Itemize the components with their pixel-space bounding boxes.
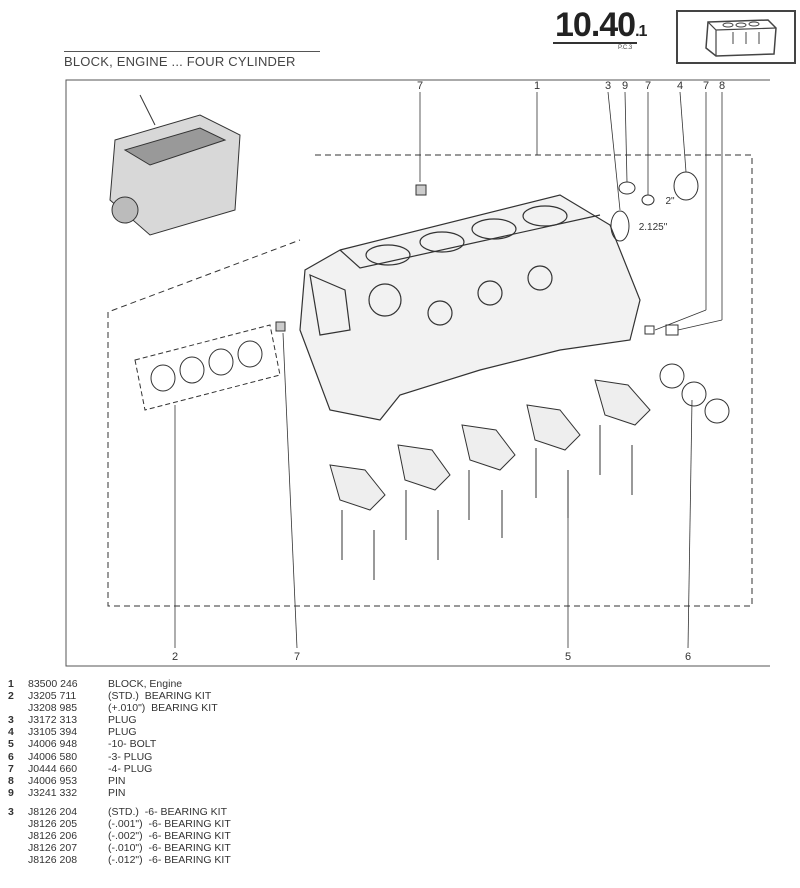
part-description: (-.010") -6- BEARING KIT [108, 842, 231, 855]
parts-row: J8126 208 (-.012") -6- BEARING KIT [6, 854, 231, 866]
part-ref: 1 [8, 678, 14, 690]
part-number: J8126 204 [28, 805, 78, 818]
callout-bottom: 5 [565, 651, 571, 663]
part-ref: 2 [8, 690, 14, 703]
pc-label: P.C.3 [618, 45, 633, 51]
parts-row: J8126 205 (-.001") -6- BEARING KIT [6, 818, 231, 830]
callout-top: 8 [719, 80, 725, 92]
parts-row: J8126 207 (-.010") -6- BEARING KIT [6, 842, 231, 854]
part-number: J8126 208 [28, 854, 78, 867]
part-number: J4006 953 [28, 774, 78, 787]
part-description: -4- PLUG [108, 762, 153, 775]
parts-row: J8126 206 (-.002") -6- BEARING KIT [6, 830, 231, 842]
callout-top: 1 [534, 80, 540, 92]
section-rule [553, 42, 637, 44]
part-number: J8126 206 [28, 830, 78, 843]
part-ref: 4 [8, 726, 14, 739]
engine-block-thumbnail [676, 10, 796, 64]
engine-block-icon [705, 19, 777, 57]
part-ref: 9 [8, 786, 14, 799]
parts-row: 1 83500 246 BLOCK, Engine [6, 678, 231, 690]
part-description: (+.010") BEARING KIT [108, 702, 218, 715]
part-description: PIN [108, 786, 126, 799]
callout-bottom: 2 [172, 651, 178, 663]
part-number: J4006 580 [28, 750, 78, 763]
part-ref [6, 818, 28, 830]
part-description: (STD.) BEARING KIT [108, 690, 212, 703]
part-description: (-.012") -6- BEARING KIT [108, 854, 231, 867]
plugs-drawing [275, 171, 730, 424]
callout-bottom: 6 [685, 651, 691, 663]
parts-row: 5 J4006 948 -10- BOLT [6, 738, 231, 750]
part-number: J3172 313 [28, 714, 78, 727]
part-ref: 6 [8, 750, 14, 763]
page-title: BLOCK, ENGINE ... FOUR CYLINDER [64, 54, 296, 69]
part-ref [6, 830, 28, 842]
engine-block-drawing [299, 194, 641, 421]
parts-row: 3 J8126 204 (STD.) -6- BEARING KIT [6, 806, 231, 818]
callout-top: 3 [605, 80, 611, 92]
callout-top: 7 [417, 80, 423, 92]
callout-top: 4 [677, 80, 683, 92]
engine-assembly-illustration [109, 94, 241, 236]
part-description: -3- PLUG [108, 750, 153, 763]
part-description: BLOCK, Engine [108, 678, 183, 690]
section-sub: .1 [635, 23, 647, 40]
parts-row: 7 J0444 660 -4- PLUG [6, 763, 231, 775]
part-number: J3205 711 [28, 690, 77, 703]
parts-row: 4 J3105 394 PLUG [6, 726, 231, 738]
part-description: (STD.) -6- BEARING KIT [108, 805, 228, 818]
callout-top: 9 [622, 80, 628, 92]
part-description: PLUG [108, 714, 137, 727]
part-description: (-.002") -6- BEARING KIT [108, 830, 231, 843]
leader-lines [174, 91, 723, 649]
callout-top: 7 [645, 80, 651, 92]
part-ref [6, 842, 28, 854]
part-number: J3105 394 [28, 726, 78, 739]
part-description: PIN [108, 774, 126, 787]
callout-top: 7 [703, 80, 709, 92]
parts-row: 2 J3205 711 (STD.) BEARING KIT [6, 690, 231, 702]
section-main: 10.40 [555, 6, 636, 44]
part-ref [6, 702, 28, 714]
part-ref: 5 [8, 738, 14, 751]
section-number: 10.40.1 [555, 6, 647, 45]
part-ref: 3 [8, 805, 14, 818]
dimension-label: 2.125" [639, 222, 668, 233]
part-ref [6, 854, 28, 866]
parts-row: 6 J4006 580 -3- PLUG [6, 751, 231, 763]
parts-row: J3208 985 (+.010") BEARING KIT [6, 702, 231, 714]
part-ref: 7 [8, 762, 14, 775]
parts-list: 1 83500 246 BLOCK, Engine 2 J3205 711 (STD.) … [6, 678, 231, 866]
part-ref: 3 [8, 714, 14, 727]
diagram-frame [65, 79, 770, 667]
part-number: J0444 660 [28, 762, 78, 775]
part-description: -10- BOLT [108, 738, 157, 751]
part-ref: 8 [8, 774, 14, 787]
part-description: PLUG [108, 726, 137, 739]
list-gap [6, 799, 231, 806]
part-number: J8126 205 [28, 818, 78, 831]
part-number: J3208 985 [28, 702, 78, 715]
part-number: J3241 332 [28, 786, 78, 799]
part-number: J8126 207 [28, 842, 78, 855]
title-rule [64, 51, 320, 52]
exploded-diagram: 7 1 3 9 7 4 7 8 2 7 5 6 2" 2.125" [65, 79, 770, 667]
callout-bottom: 7 [294, 651, 300, 663]
parts-row: 8 J4006 953 PIN [6, 775, 231, 787]
part-number: J4006 948 [28, 738, 78, 751]
dashed-group-outline [107, 154, 753, 607]
dimension-label: 2" [665, 196, 675, 207]
part-number: 83500 246 [28, 678, 78, 690]
parts-row: 9 J3241 332 PIN [6, 787, 231, 799]
main-bearing-caps-drawing [329, 379, 651, 511]
parts-row: 3 J3172 313 PLUG [6, 714, 231, 726]
bearing-kit-drawing [134, 324, 281, 411]
part-description: (-.001") -6- BEARING KIT [108, 818, 231, 831]
